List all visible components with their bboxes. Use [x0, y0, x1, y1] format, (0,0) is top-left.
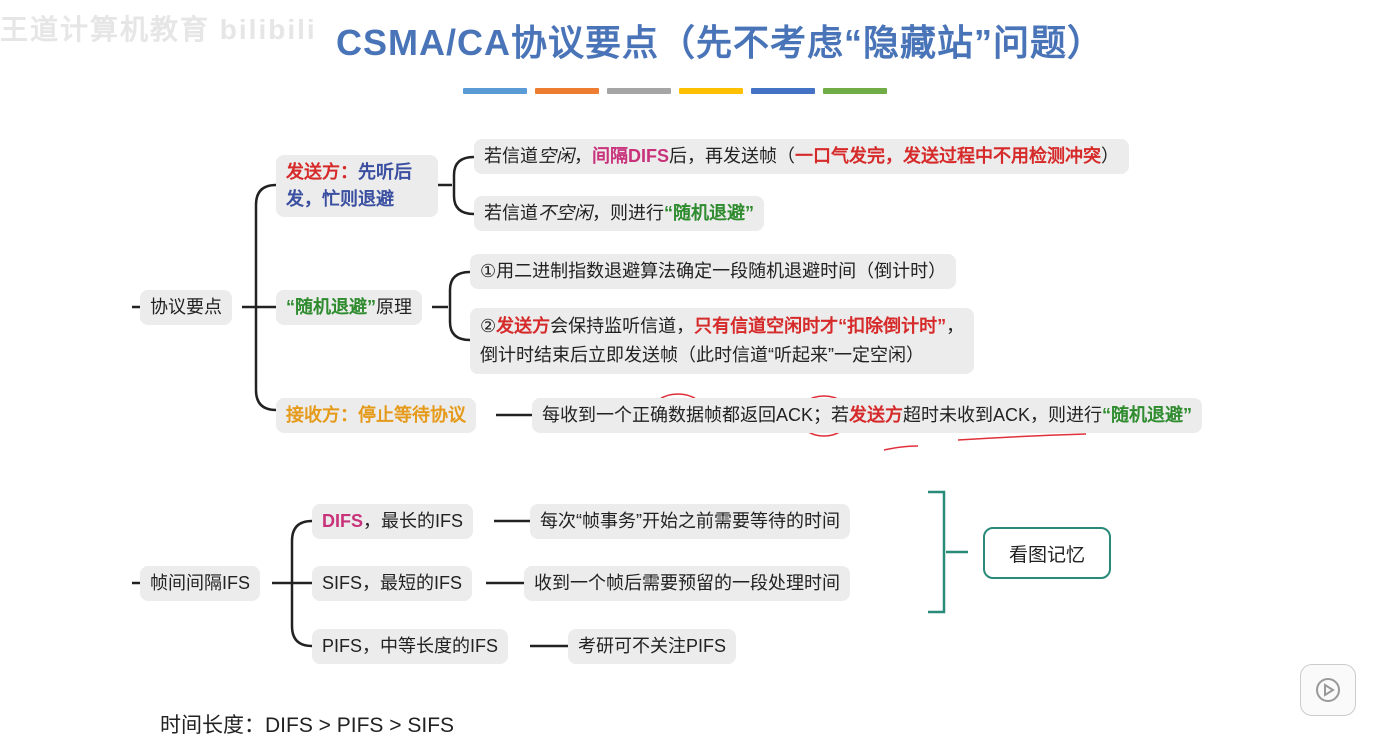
- sender-rule-a: 先听后: [358, 162, 412, 182]
- ifs-root-node: 帧间间隔IFS: [140, 566, 261, 601]
- difs-desc-node: 每次“帧事务”开始之前需要等待的时间: [530, 504, 850, 539]
- difs-label: DIFS: [322, 511, 364, 531]
- rule2-sender: 发送方: [496, 316, 551, 336]
- ack-sender: 发送方: [849, 405, 904, 425]
- sifs-desc: 收到一个帧后需要预留的一段处理时间: [534, 573, 840, 593]
- sifs-node: SIFS，最短的IFS: [312, 566, 473, 601]
- idle-no-detect: 一口气发完，发送过程中不用检测冲突: [795, 146, 1102, 166]
- ack-node: 每收到一个正确数据帧都返回ACK；若发送方超时未收到ACK，则进行“随机退避”: [532, 398, 1203, 433]
- play-icon: [1316, 678, 1340, 702]
- slide-title: CSMA/CA协议要点（先不考虑“隐藏站”问题）: [336, 22, 1104, 63]
- idle-word: 空闲: [538, 146, 574, 166]
- pifs-desc: 考研可不关注PIFS: [578, 636, 727, 656]
- backoff-rule1: ①用二进制指数退避算法确定一段随机退避时间（倒计时）: [480, 261, 947, 281]
- protocol-root-node: 协议要点: [140, 290, 232, 325]
- color-bar: [463, 88, 527, 94]
- backoff-rule1-node: ①用二进制指数退避算法确定一段随机退避时间（倒计时）: [470, 254, 957, 289]
- difs-desc: 每次“帧事务”开始之前需要等待的时间: [540, 511, 840, 531]
- watermark: 王道计算机教育 bilibili: [0, 14, 317, 45]
- rule2-comma: ，: [946, 316, 965, 336]
- backoff-principle: 原理: [376, 297, 412, 317]
- backoff-label: “随机退避”: [286, 297, 376, 317]
- ack-backoff: “随机退避”: [1102, 405, 1193, 425]
- memo-box: 看图记忆: [983, 527, 1111, 579]
- protocol-root-label: 协议要点: [150, 297, 222, 317]
- color-bars: [463, 88, 893, 94]
- difs-longest: ，最长的IFS: [363, 511, 464, 531]
- busy-then: ，则进行: [592, 203, 664, 223]
- pifs-label: PIFS，中等长度的IFS: [322, 636, 499, 656]
- duration-summary: 时间长度：DIFS > PIFS > SIFS: [160, 714, 455, 737]
- busy-rule-node: 若信道不空闲，则进行“随机退避”: [474, 196, 764, 231]
- busy-word: 不空闲: [538, 203, 592, 223]
- busy-text: 若信道: [484, 203, 538, 223]
- receiver-node: 接收方：停止等待协议: [276, 398, 476, 433]
- difs-interval: 间隔DIFS: [592, 146, 670, 166]
- rule2-listen: 会保持监听信道，: [550, 316, 695, 336]
- color-bar: [751, 88, 815, 94]
- ack-text: 每收到一个正确数据帧都返回ACK；若: [542, 405, 850, 425]
- sender-rule-b: 发，忙则退避: [286, 189, 394, 209]
- color-bar: [823, 88, 887, 94]
- pifs-desc-node: 考研可不关注PIFS: [568, 629, 737, 664]
- sender-label: 发送方：: [286, 162, 358, 182]
- sifs-label: SIFS，最短的IFS: [322, 573, 463, 593]
- idle-send: 后，再发送帧（: [669, 146, 796, 166]
- play-button[interactable]: [1300, 664, 1356, 716]
- idle-rule-node: 若信道空闲，间隔DIFS后，再发送帧（一口气发完，发送过程中不用检测冲突）: [474, 139, 1130, 174]
- pifs-node: PIFS，中等长度的IFS: [312, 629, 509, 664]
- color-bar: [535, 88, 599, 94]
- receiver-label: 接收方：停止等待协议: [286, 405, 466, 425]
- rule2-num: ②: [480, 316, 497, 336]
- backoff-rule2-node: ②发送方会保持监听信道，只有信道空闲时才“扣除倒计时”， 倒计时结束后立即发送帧…: [470, 308, 975, 374]
- idle-text: 若信道: [484, 146, 538, 166]
- rule2-send: 倒计时结束后立即发送帧（此时信道“听起来”一定空闲）: [480, 345, 924, 365]
- sender-node: 发送方：先听后 发，忙则退避: [276, 155, 438, 217]
- idle-comma: ，: [574, 146, 592, 166]
- rule2-deduct: 只有信道空闲时才“扣除倒计时”: [694, 316, 947, 336]
- ifs-root-label: 帧间间隔IFS: [150, 573, 251, 593]
- backoff-node: “随机退避”原理: [276, 290, 422, 325]
- memo-label: 看图记忆: [1008, 544, 1085, 566]
- idle-close: ）: [1101, 146, 1120, 166]
- color-bar: [679, 88, 743, 94]
- color-bar: [607, 88, 671, 94]
- ack-timeout: 超时未收到ACK，则进行: [903, 405, 1103, 425]
- sifs-desc-node: 收到一个帧后需要预留的一段处理时间: [524, 566, 850, 601]
- difs-node: DIFS，最长的IFS: [312, 504, 474, 539]
- busy-backoff: “随机退避”: [664, 203, 754, 223]
